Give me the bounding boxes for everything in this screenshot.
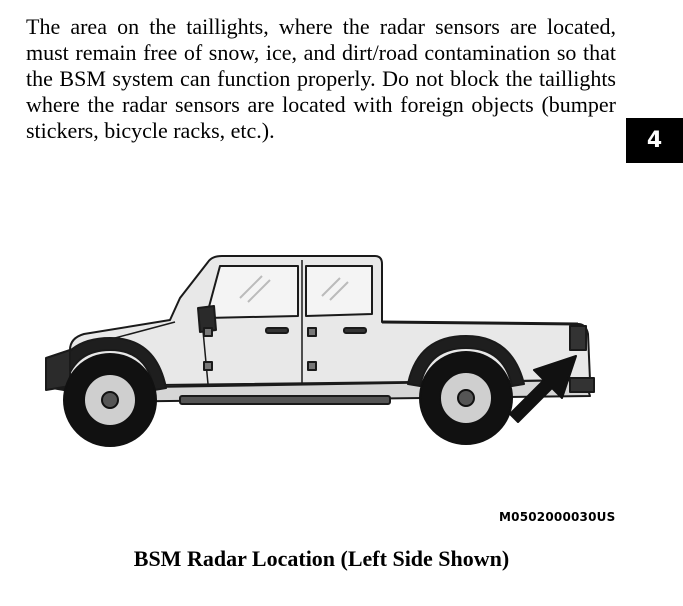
figure-code: M0502000030US xyxy=(499,510,616,524)
truck-illustration xyxy=(45,255,595,447)
front-wheel-icon xyxy=(63,353,157,447)
rear-wheel-icon xyxy=(419,351,513,445)
radar-location-arrow-icon xyxy=(509,355,577,423)
chapter-tab: 4 xyxy=(626,118,683,163)
figure-caption: BSM Radar Location (Left Side Shown) xyxy=(133,546,510,571)
body-paragraph: The area on the taillights, where the ra… xyxy=(26,14,616,143)
